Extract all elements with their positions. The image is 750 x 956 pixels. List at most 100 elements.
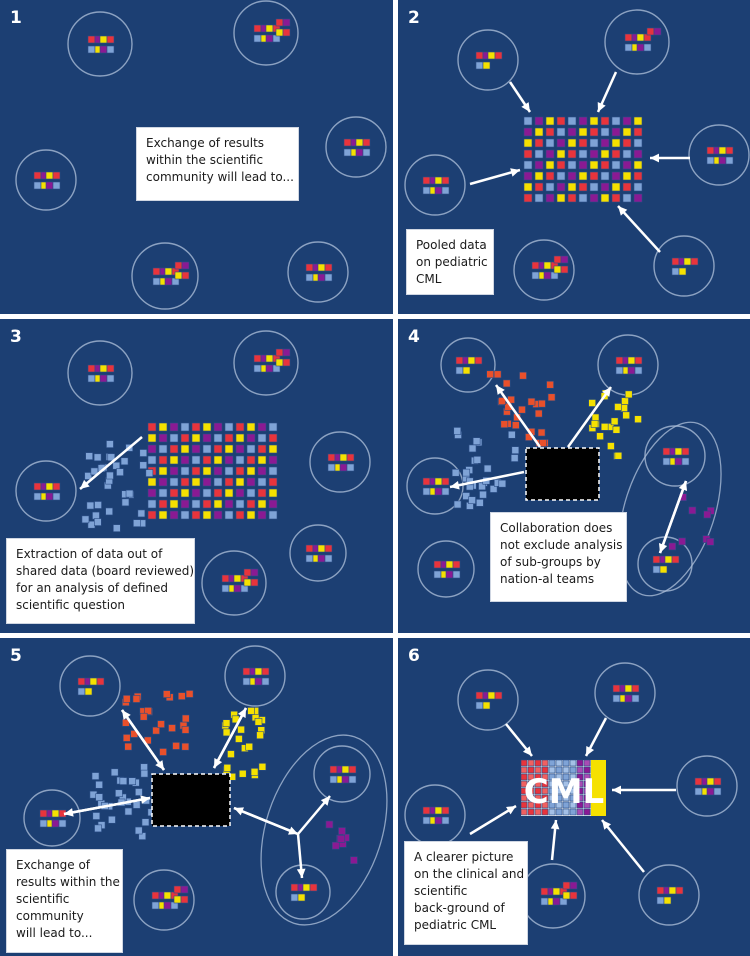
data-square [191, 499, 201, 509]
data-square [115, 789, 123, 798]
data-square [163, 891, 172, 900]
data-square [631, 694, 640, 703]
data-square [329, 765, 338, 774]
data-square [89, 677, 98, 686]
data-square [158, 510, 168, 520]
caption-line: community [16, 909, 84, 923]
data-square [600, 423, 609, 431]
data-square [589, 171, 599, 181]
data-square [81, 515, 90, 524]
data-square [213, 433, 223, 443]
data-square [622, 182, 632, 192]
data-square [282, 358, 291, 367]
data-square [589, 193, 599, 203]
data-square [237, 725, 245, 734]
panel-2: 2 Pooled data on pediatric CML [398, 0, 750, 314]
data-square [633, 171, 643, 181]
data-square [95, 793, 103, 802]
data-square [258, 763, 267, 771]
data-square [622, 193, 632, 203]
data-square [552, 887, 561, 896]
data-square [445, 570, 454, 579]
data-square [433, 560, 442, 569]
data-square [523, 160, 533, 170]
data-square [158, 477, 168, 487]
data-square [213, 422, 223, 432]
data-square [169, 422, 179, 432]
group-circle [604, 9, 670, 75]
data-square [534, 149, 544, 159]
data-square [191, 455, 201, 465]
data-square [246, 510, 256, 520]
data-square [615, 356, 624, 365]
data-square [243, 568, 252, 577]
group-circle [275, 864, 331, 920]
data-square [346, 453, 355, 462]
data-square [562, 808, 570, 816]
data-square [45, 492, 54, 501]
data-square [224, 499, 234, 509]
data-square [483, 464, 492, 473]
data-square [422, 176, 431, 185]
caption-line: on the clinical and [414, 867, 525, 881]
data-square [105, 507, 113, 516]
panel-caption: Collaboration does not exclude analysis … [490, 512, 627, 602]
caption-line: will lead to... [16, 926, 93, 940]
data-square [591, 413, 600, 422]
data-square [441, 816, 450, 825]
data-square [246, 488, 256, 498]
data-square [713, 787, 722, 796]
data-square [106, 35, 115, 44]
data-square [39, 809, 48, 818]
data-square [246, 477, 256, 487]
data-square [479, 490, 487, 499]
data-square [548, 766, 556, 774]
data-square [86, 501, 95, 510]
data-square [588, 399, 596, 407]
group-circle [676, 755, 738, 817]
group-circle [688, 124, 750, 186]
data-square [576, 766, 584, 774]
data-square [108, 815, 116, 824]
data-square [253, 24, 262, 33]
shared-data-box [525, 447, 600, 501]
data-square [33, 492, 42, 501]
data-square [341, 775, 350, 784]
data-square [327, 463, 336, 472]
data-square [578, 127, 588, 137]
data-square [487, 51, 496, 60]
data-square [177, 692, 186, 700]
arrow-head [521, 102, 530, 112]
data-square [663, 896, 672, 905]
caption-line: CML [416, 272, 442, 286]
arrow-shaft [658, 480, 688, 554]
data-square [141, 818, 150, 827]
data-square [180, 422, 190, 432]
data-square [325, 820, 334, 829]
data-square [562, 773, 570, 781]
data-square [268, 433, 278, 443]
data-square [246, 433, 256, 443]
panel-2-graphic [404, 9, 750, 301]
data-square [502, 379, 511, 388]
data-square [569, 801, 577, 809]
data-square [624, 694, 633, 703]
data-square [191, 422, 201, 432]
data-square [455, 366, 464, 375]
data-square [589, 149, 599, 159]
data-square [600, 138, 610, 148]
data-square [668, 542, 677, 551]
data-square [548, 808, 556, 816]
data-square [560, 265, 569, 274]
data-square [246, 455, 256, 465]
data-square [633, 160, 643, 170]
data-square [562, 759, 570, 767]
data-square [718, 146, 727, 155]
data-square [309, 883, 318, 892]
data-square [633, 138, 643, 148]
data-square [305, 263, 314, 272]
data-square [247, 707, 255, 715]
shared-data-box [151, 773, 231, 827]
data-square [202, 466, 212, 476]
arrow-shaft [617, 205, 661, 253]
